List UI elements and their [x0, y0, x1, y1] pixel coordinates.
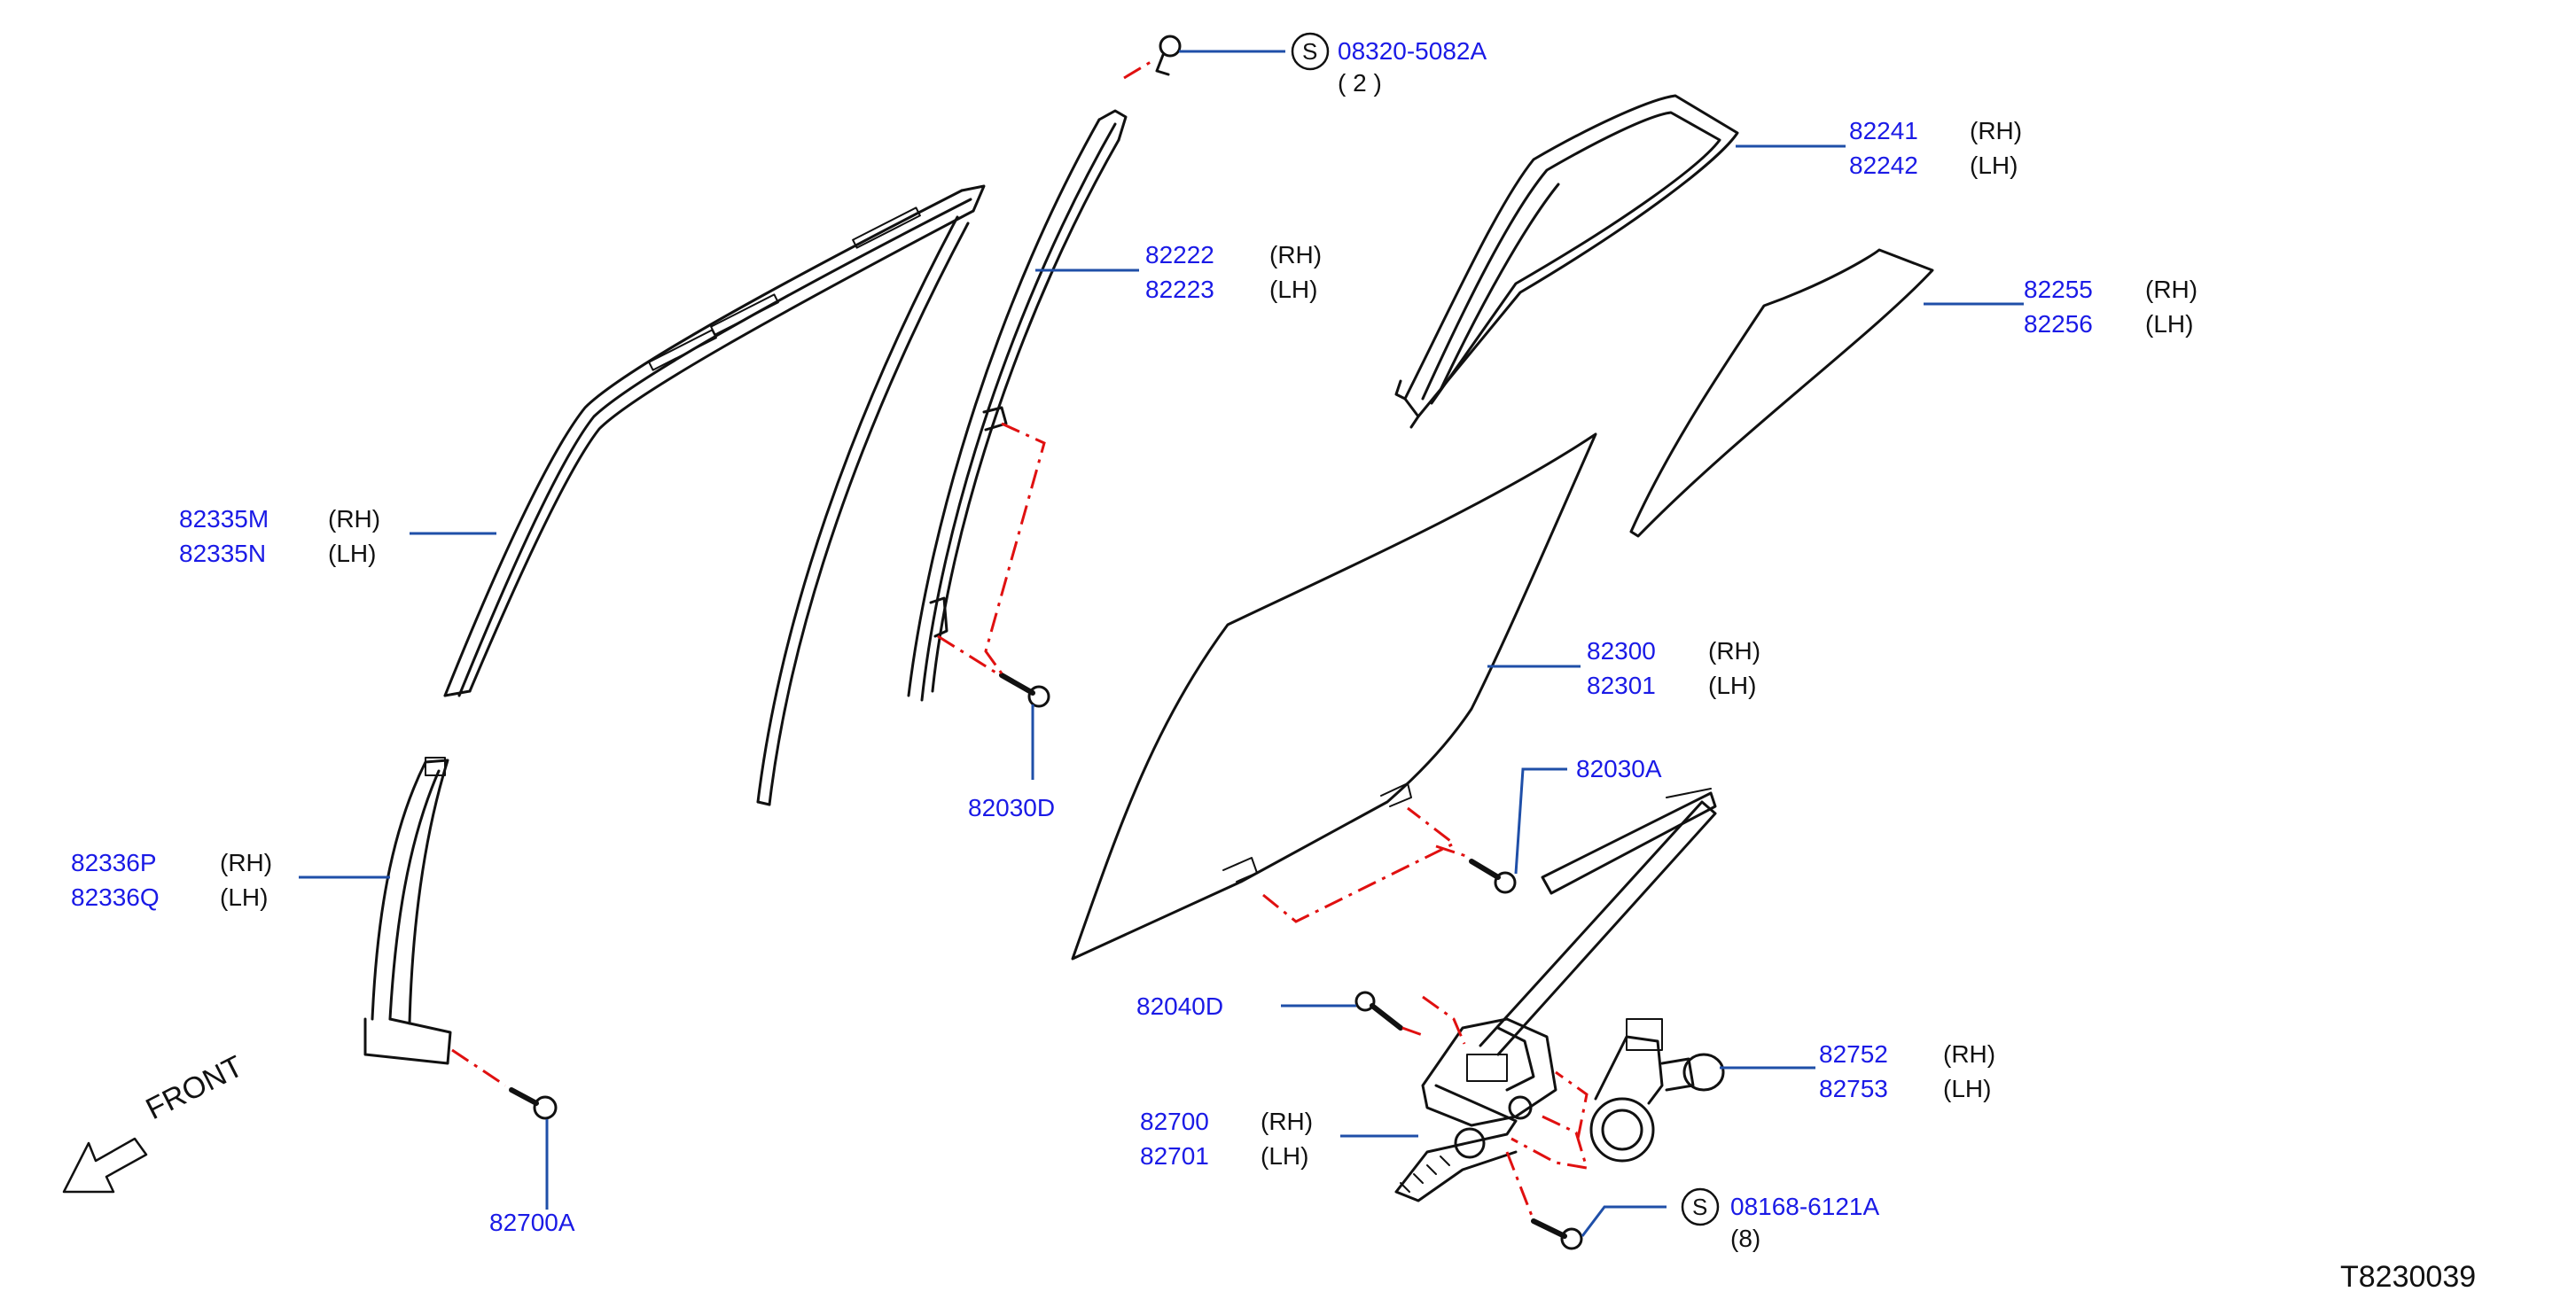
motor-rh-side: (RH): [1943, 1040, 1996, 1068]
lower-sash-rh-side: (RH): [220, 849, 273, 876]
front-arrow: [62, 1137, 148, 1194]
partition-glass-lh-number: 82256: [2024, 310, 2093, 338]
regulator-rh-side: (RH): [1261, 1108, 1314, 1135]
regulator-rh-number: 82700: [1140, 1108, 1209, 1135]
glass-run-lh-side: (LH): [328, 540, 377, 567]
screw-symbol-letter-bottom: S: [1692, 1194, 1708, 1220]
screw-top: [1155, 35, 1182, 76]
lower-sash: [363, 757, 452, 1065]
sash-lh-side: (LH): [1269, 276, 1318, 303]
motor-rh-number: 82752: [1819, 1040, 1888, 1068]
regulator-body: [1394, 1017, 1557, 1202]
lower-sash-lh-number: 82336Q: [71, 883, 160, 911]
partition-glass: [1629, 248, 1934, 538]
lower-sash-lh-side: (LH): [220, 883, 269, 911]
door-glass-lh-number: 82301: [1587, 672, 1656, 699]
center-sash: [907, 109, 1128, 702]
regulator-arm: [1479, 788, 1717, 1056]
leader-lines: [299, 50, 2024, 1237]
rear-glass-run: [756, 215, 970, 806]
screw-symbols: [1291, 32, 1720, 1226]
window-motor: [1589, 1018, 1725, 1163]
screw-symbol-letter-top: S: [1302, 38, 1318, 65]
partition-glass-rh-number: 82255: [2024, 276, 2093, 303]
weatherstrip-lh-number: 82242: [1849, 152, 1918, 179]
weatherstrip-rh-side: (RH): [1970, 117, 2023, 144]
regulator-lh-number: 82701: [1140, 1142, 1209, 1170]
door-glass-lh-side: (LH): [1708, 672, 1757, 699]
assembly-lines: [451, 60, 1589, 1217]
bolt-regulator: [1354, 991, 1403, 1031]
bolt-glass-number: 82030A: [1576, 755, 1662, 782]
screw-bottom-part-number: 08168-6121A: [1730, 1193, 1880, 1220]
lower-sash-rh-number: 82336P: [71, 849, 157, 876]
motor-lh-number: 82753: [1819, 1075, 1888, 1102]
bolt-lower-sash-number: 82700A: [489, 1209, 575, 1236]
bolt-regulator-number: 82040D: [1136, 992, 1224, 1020]
screw-top-qty: ( 2 ): [1338, 69, 1382, 97]
partition-glass-rh-side: (RH): [2145, 276, 2198, 303]
glass-run-rh-side: (RH): [328, 505, 381, 533]
glass-run-rh-number: 82335M: [179, 505, 269, 533]
door-glass-rh-number: 82300: [1587, 637, 1656, 665]
weatherstrip-lh-side: (LH): [1970, 152, 2018, 179]
bolt-sash-number: 82030D: [968, 794, 1056, 821]
screw-bottom-qty: (8): [1730, 1225, 1761, 1252]
screw-symbol-bottom: [1681, 1187, 1720, 1226]
regulator-lh-side: (LH): [1261, 1142, 1309, 1170]
sash-rh-number: 82222: [1145, 241, 1214, 268]
glass-run-lh-number: 82335N: [179, 540, 267, 567]
door-glass: [1071, 432, 1597, 961]
screw-top-part-number: 08320-5082A: [1338, 37, 1487, 65]
partition-glass-lh-side: (LH): [2145, 310, 2194, 338]
glass-run-channel: [443, 184, 986, 697]
bolt-glass: [1469, 859, 1517, 894]
weatherstrip-rh-number: 82241: [1849, 117, 1918, 144]
bolt-bottom: [1531, 1218, 1583, 1250]
screw-symbol-top: [1291, 32, 1330, 71]
sash-rh-side: (RH): [1269, 241, 1323, 268]
motor-lh-side: (LH): [1943, 1075, 1992, 1102]
bolt-sash: [999, 673, 1050, 708]
bolt-lower-sash: [509, 1087, 558, 1120]
sash-lh-number: 82223: [1145, 276, 1214, 303]
reference-code: T8230039: [2340, 1260, 2477, 1294]
door-glass-rh-side: (RH): [1708, 637, 1761, 665]
outer-weatherstrip: [1394, 94, 1739, 429]
